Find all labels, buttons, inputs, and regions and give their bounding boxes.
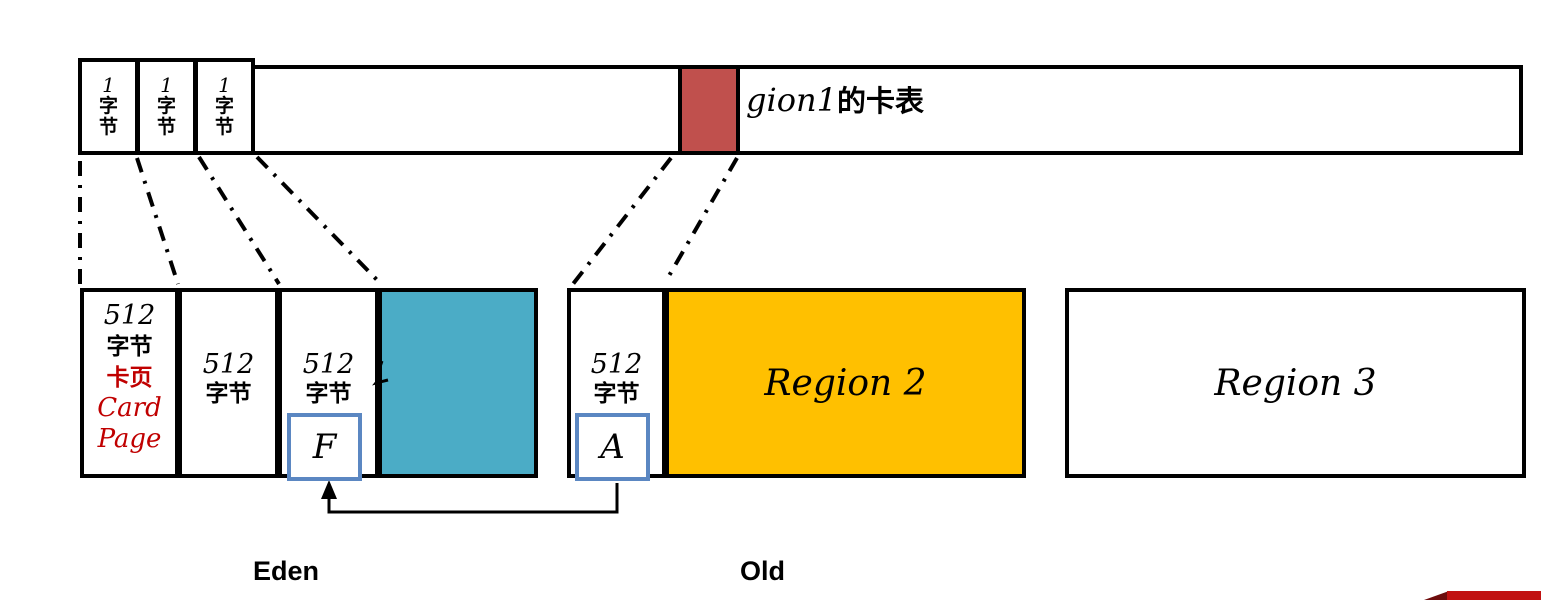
byte-cell-size: 1 bbox=[218, 73, 231, 97]
old-label: Old bbox=[740, 556, 785, 586]
object-a-box: A bbox=[575, 413, 650, 481]
page2-unit: 字节 bbox=[205, 380, 252, 406]
page2-size: 512 bbox=[202, 349, 255, 380]
caption-latin: gion1 bbox=[746, 81, 837, 119]
marked-card-cell bbox=[678, 65, 740, 155]
page3-size: 512 bbox=[302, 349, 355, 380]
card-mapping-line-3 bbox=[197, 155, 281, 286]
page4-unit: 字节 bbox=[593, 380, 640, 406]
byte-cell-size: 1 bbox=[160, 73, 173, 97]
card-page-tag: 卡页 bbox=[106, 364, 153, 390]
byte-cell-unit-char2: 节 bbox=[156, 117, 176, 138]
marked-card-mapping-line-right bbox=[664, 157, 739, 282]
byte-cell-unit-char1: 字 bbox=[214, 96, 234, 117]
card-page-box-2: 512 字节 bbox=[178, 288, 279, 478]
region3-box: Region 3 bbox=[1065, 288, 1526, 478]
region3-label: Region 3 bbox=[1214, 362, 1377, 404]
card-table-bar bbox=[78, 65, 1523, 155]
reference-arrow-line bbox=[327, 483, 619, 514]
byte-cell-1: 1 字 节 bbox=[78, 58, 139, 155]
watermark-ribbon bbox=[1447, 591, 1541, 600]
region2-label: Region 2 bbox=[764, 362, 927, 404]
watermark-ribbon-fold bbox=[1424, 591, 1449, 600]
byte-cell-size: 1 bbox=[102, 73, 115, 97]
card-page-unit: 字节 bbox=[106, 333, 153, 359]
byte-cell-unit-char2: 节 bbox=[214, 117, 234, 138]
region1-box bbox=[378, 288, 538, 478]
card-mapping-line-4 bbox=[255, 155, 383, 286]
stray-mark bbox=[372, 360, 389, 386]
object-f-box: F bbox=[287, 413, 362, 481]
card-page-size: 512 bbox=[103, 300, 156, 331]
region2-box: Region 2 bbox=[665, 288, 1026, 478]
reference-arrow-head bbox=[321, 480, 337, 499]
byte-cell-unit-char2: 节 bbox=[98, 117, 118, 138]
byte-cell-unit-char1: 字 bbox=[98, 96, 118, 117]
card-table-caption: gion1的卡表 bbox=[746, 78, 924, 120]
card-mapping-line-2 bbox=[135, 157, 180, 285]
page4-size: 512 bbox=[590, 349, 643, 380]
marked-card-mapping-line-left bbox=[571, 156, 673, 286]
card-page-en2: Page bbox=[97, 424, 162, 454]
object-f-label: F bbox=[312, 427, 337, 467]
eden-label: Eden bbox=[253, 556, 320, 586]
byte-cell-unit-char1: 字 bbox=[156, 96, 176, 117]
card-page-box: 512 字节 卡页 Card Page bbox=[80, 288, 179, 478]
caption-cjk: 的卡表 bbox=[836, 86, 924, 118]
card-page-en1: Card bbox=[97, 393, 162, 423]
object-a-label: A bbox=[600, 427, 625, 467]
byte-cell-3: 1 字 节 bbox=[194, 58, 255, 155]
page3-unit: 字节 bbox=[305, 380, 352, 406]
